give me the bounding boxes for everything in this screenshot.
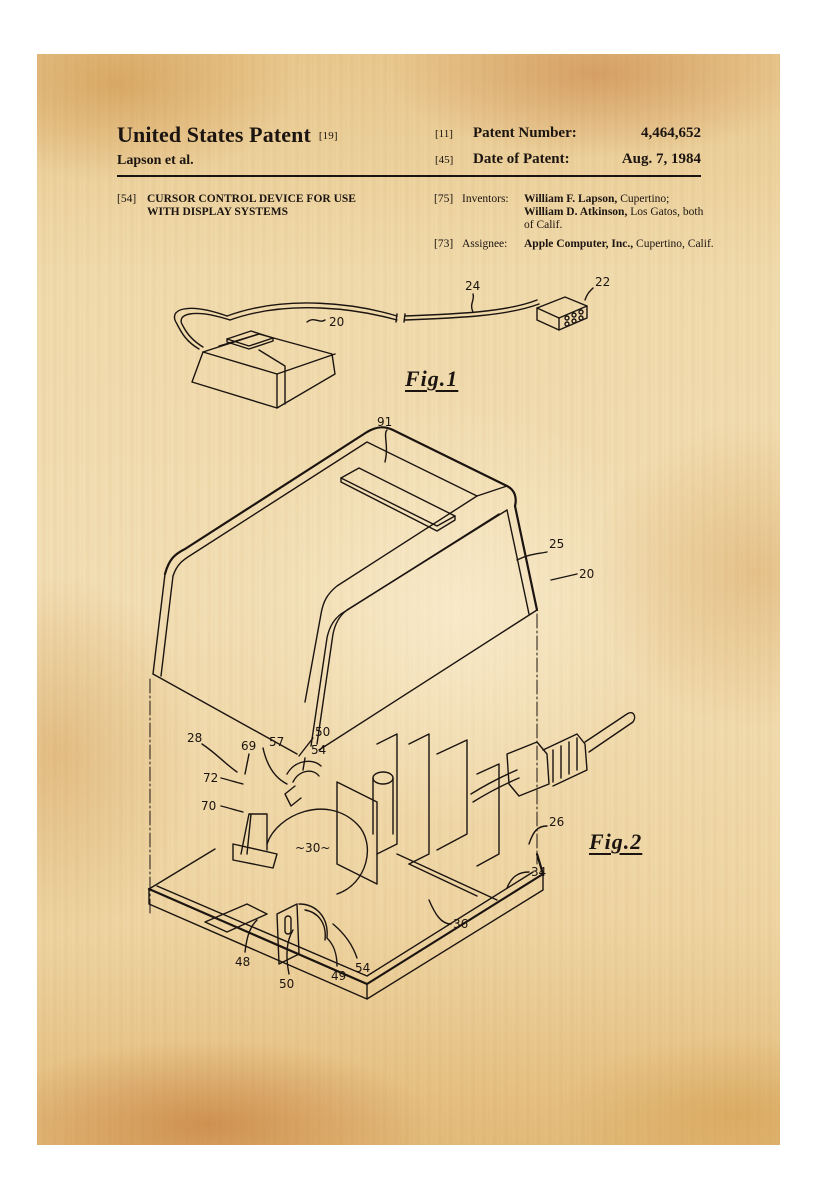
assignee-place: Cupertino, Calif. bbox=[633, 238, 714, 250]
ref-28: 28 bbox=[187, 731, 202, 745]
ref-49: 49 bbox=[331, 969, 346, 983]
country-code: [19] bbox=[318, 130, 338, 142]
ref-34: 34 bbox=[531, 865, 546, 879]
assignee-code: [73] bbox=[434, 238, 454, 250]
fig2-exploded-mouse-icon: 91 25 20 28 69 57 50 54 72 70 ~30~ 26 34… bbox=[147, 415, 636, 1000]
assignee-label: Assignee: bbox=[462, 238, 508, 250]
inventors-label: Inventors: bbox=[462, 193, 509, 205]
ref-54-upper: 54 bbox=[311, 743, 326, 757]
inventor-short: Lapson et al. bbox=[117, 153, 194, 168]
ref-20-fig2: 20 bbox=[579, 567, 594, 581]
fig2-label: Fig.2 bbox=[589, 829, 643, 854]
number-label: Patent Number: bbox=[473, 125, 577, 141]
country-title-text: United States Patent bbox=[117, 122, 311, 147]
ref-48: 48 bbox=[235, 955, 250, 969]
ref-72: 72 bbox=[203, 771, 218, 785]
ref-69: 69 bbox=[241, 739, 256, 753]
inventor1-name: William F. Lapson, bbox=[524, 193, 618, 205]
invention-title: CURSOR CONTROL DEVICE FOR USE WITH DISPL… bbox=[147, 193, 356, 218]
ref-91: 91 bbox=[377, 415, 392, 429]
patent-country-title: United States Patent [19] bbox=[117, 122, 338, 148]
ref-50-lower: 50 bbox=[279, 977, 294, 991]
ref-30: ~30~ bbox=[295, 841, 330, 855]
inventors-list: William F. Lapson, Cupertino;William D. … bbox=[524, 193, 714, 232]
inventor2-place: Los Gatos, both of Calif. bbox=[524, 206, 704, 231]
date-label: Date of Patent: bbox=[473, 151, 570, 167]
ref-20-fig1: 20 bbox=[329, 315, 344, 329]
patent-sheet: United States Patent [19] Lapson et al. [… bbox=[37, 54, 780, 1145]
date-code: [45] bbox=[435, 154, 454, 166]
ref-36: 36 bbox=[453, 917, 468, 931]
patent-date-row: [45] Date of Patent: Aug. 7, 1984 bbox=[435, 151, 701, 168]
ref-54-lower: 54 bbox=[355, 961, 370, 975]
assignee-name: Apple Computer, Inc., bbox=[524, 238, 634, 250]
assignee-field: [73] Assignee: Apple Computer, Inc., Cup… bbox=[434, 238, 714, 251]
ref-50-upper: 50 bbox=[315, 725, 330, 739]
patent-number-row: [11] Patent Number: 4,464,652 bbox=[435, 125, 701, 142]
ref-22: 22 bbox=[595, 275, 610, 289]
header-rule bbox=[117, 175, 701, 177]
ref-26: 26 bbox=[549, 815, 564, 829]
fig1-mouse-icon: 20 24 22 bbox=[173, 275, 610, 409]
number-value: 4,464,652 bbox=[641, 125, 701, 141]
ref-25: 25 bbox=[549, 537, 564, 551]
patent-drawing: 20 24 22 bbox=[147, 275, 636, 1000]
ref-57: 57 bbox=[269, 735, 284, 749]
inventor2-name: William D. Atkinson, bbox=[524, 206, 628, 218]
number-code: [11] bbox=[435, 128, 453, 140]
inventors-code: [75] bbox=[434, 193, 454, 205]
title-field: [54] CURSOR CONTROL DEVICE FOR USE WITH … bbox=[117, 193, 387, 219]
assignee-value: Apple Computer, Inc., Cupertino, Calif. bbox=[524, 238, 714, 251]
inventors-field: [75] Inventors: William F. Lapson, Cuper… bbox=[434, 193, 714, 232]
inventor1-place: Cupertino; bbox=[617, 193, 670, 205]
ref-70: 70 bbox=[201, 799, 216, 813]
fig1-label: Fig.1 bbox=[405, 366, 459, 391]
title-code: [54] bbox=[117, 193, 137, 205]
ref-24: 24 bbox=[465, 279, 480, 293]
patent-document: United States Patent [19] Lapson et al. [… bbox=[37, 54, 780, 1145]
date-value: Aug. 7, 1984 bbox=[621, 151, 701, 167]
